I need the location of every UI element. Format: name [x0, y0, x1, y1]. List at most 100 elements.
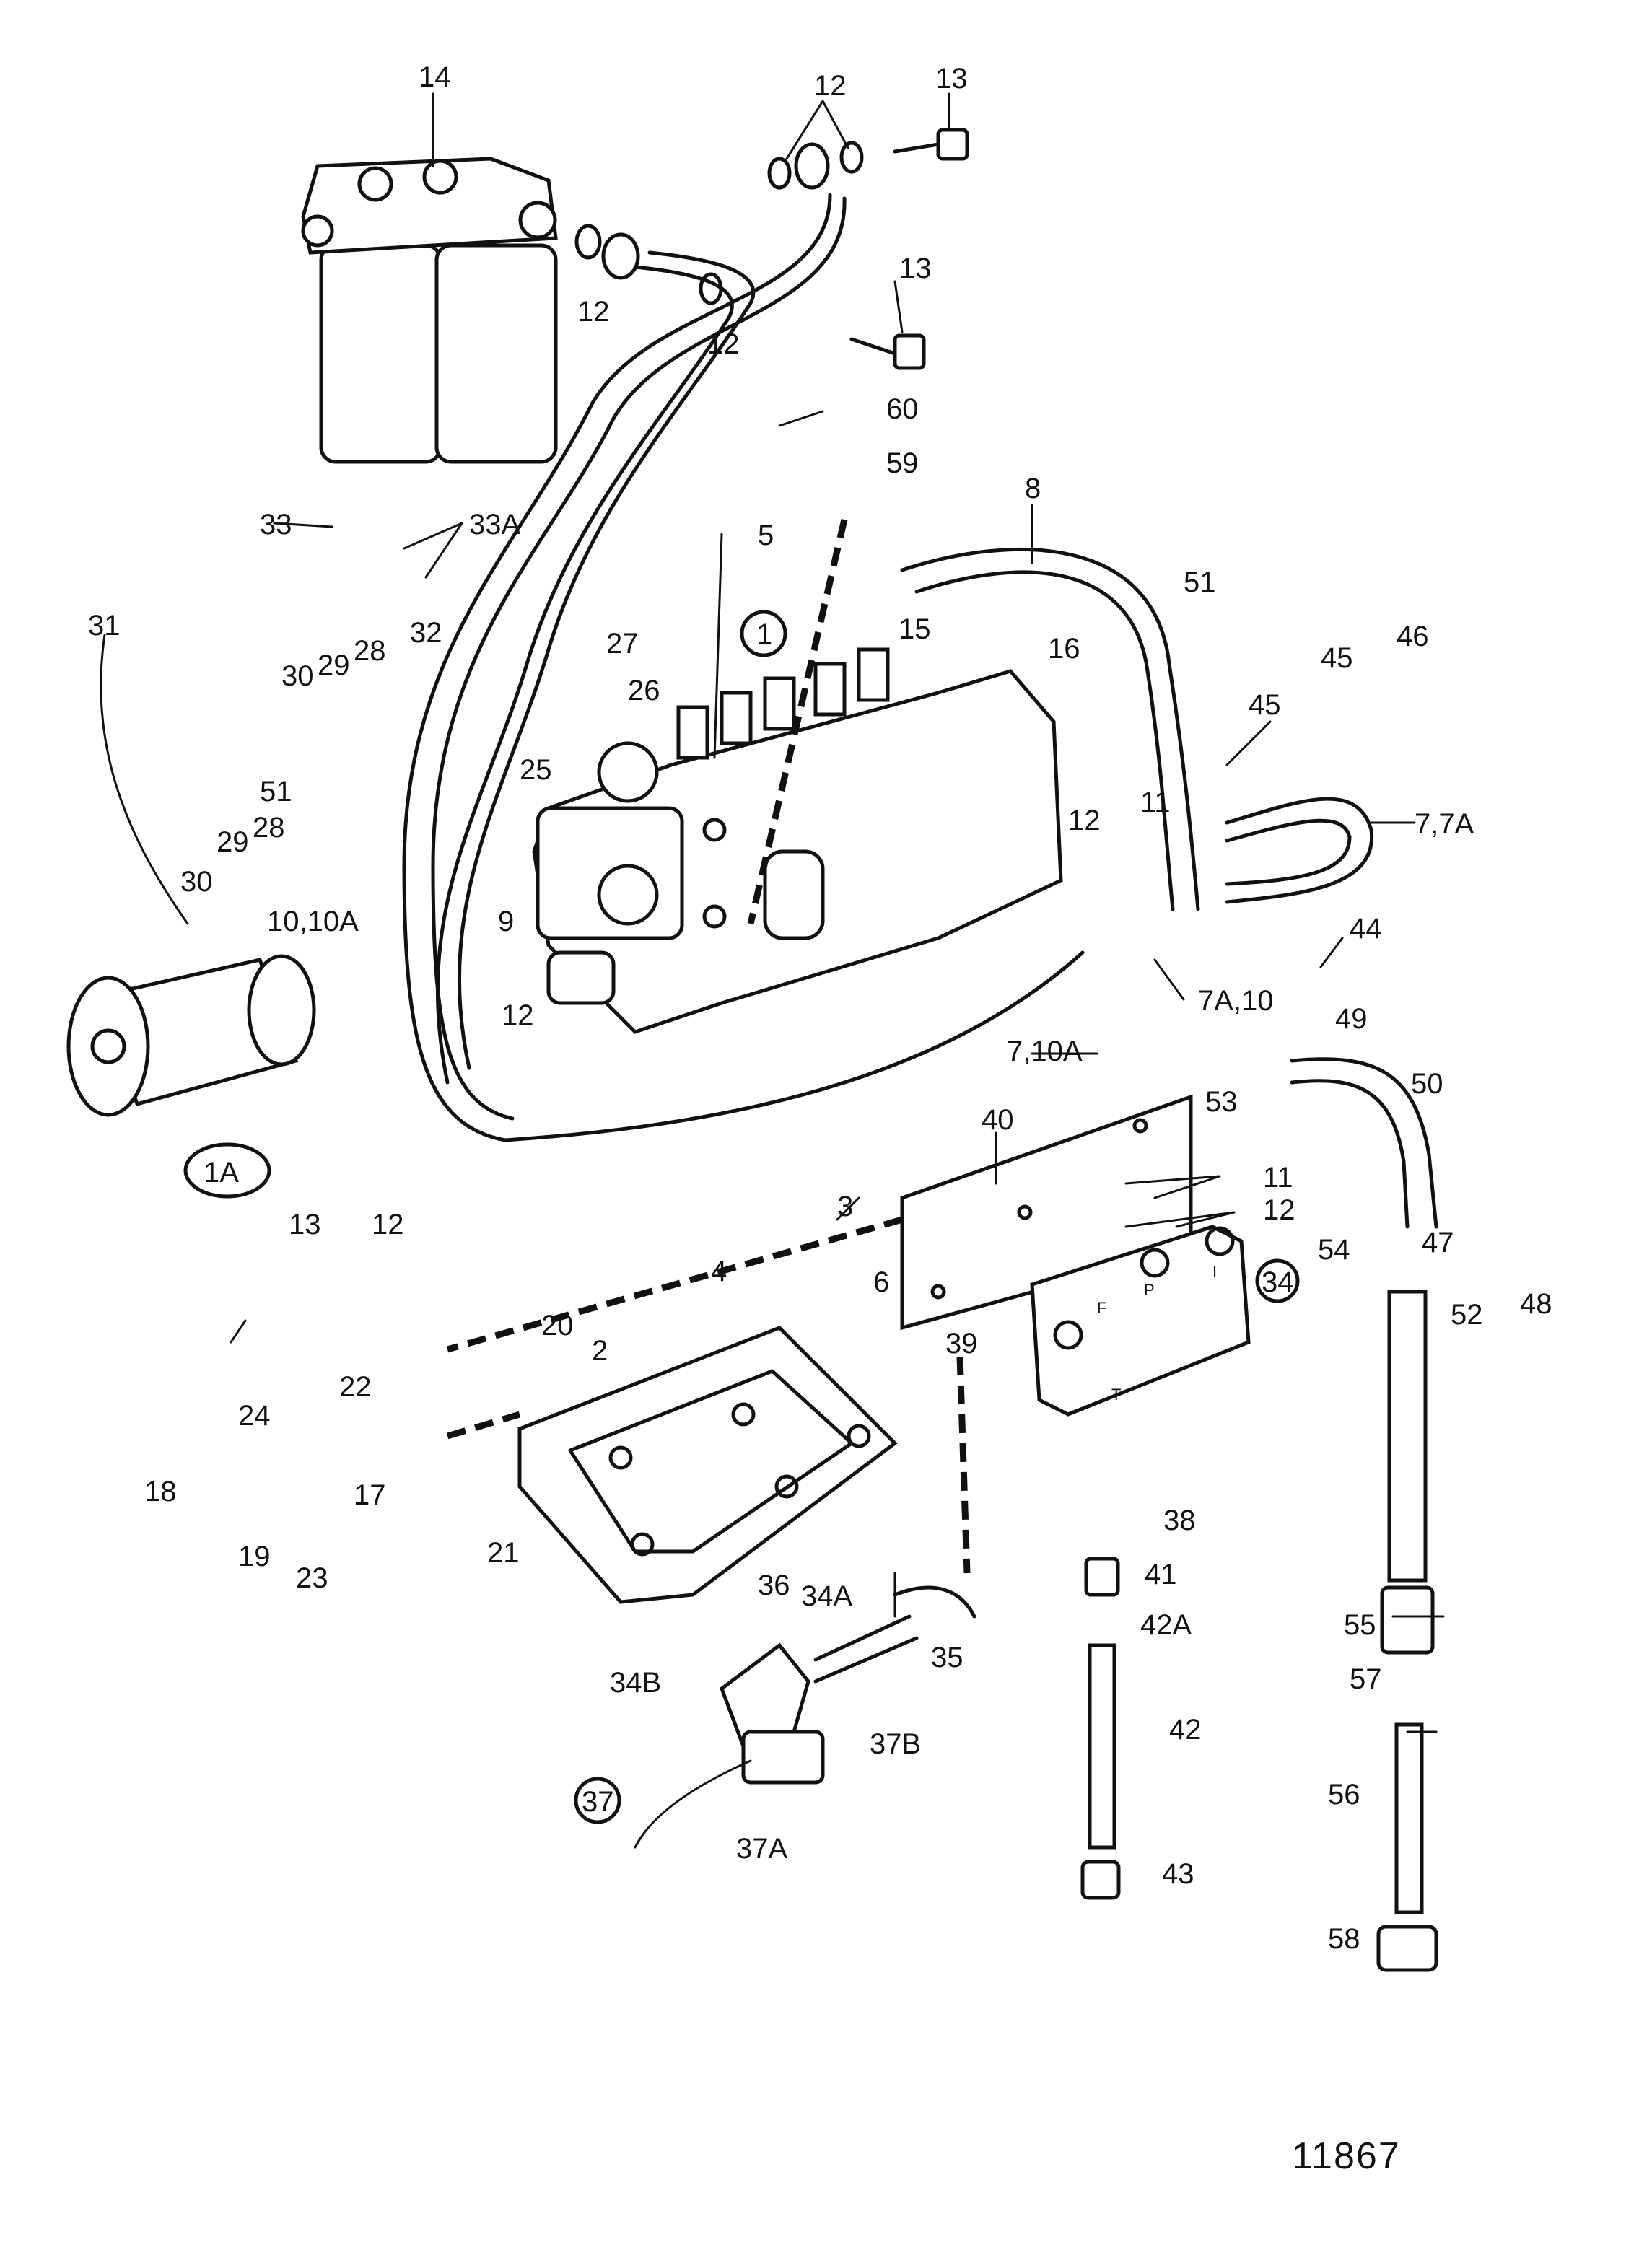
callout-12: 12	[372, 1209, 404, 1240]
callout-50: 50	[1411, 1068, 1443, 1100]
callout-56: 56	[1328, 1779, 1360, 1811]
callout-36: 36	[758, 1570, 790, 1601]
callout-11: 11	[1140, 787, 1171, 818]
callout-10-10a: 10,10A	[267, 906, 359, 937]
callout-44: 44	[1350, 913, 1382, 945]
callout-49: 49	[1335, 1003, 1368, 1035]
callout-40: 40	[982, 1104, 1014, 1136]
callout-53: 53	[1205, 1086, 1238, 1118]
callout-7-10a: 7,10A	[1007, 1036, 1083, 1067]
callout-1-circle	[740, 610, 787, 657]
callout-51: 51	[1184, 566, 1216, 598]
callout-37-circle	[574, 1777, 621, 1824]
callout-43: 43	[1162, 1858, 1194, 1890]
callout-labels: 14 12 13 12 12 13 60 59 8 33 33A 5 31 32…	[88, 61, 1552, 1955]
callout-55: 55	[1344, 1609, 1376, 1641]
port-i-label: I	[1212, 1263, 1217, 1281]
callout-32: 32	[410, 617, 442, 649]
fuel-filter	[301, 157, 558, 464]
callout-1a-circle	[183, 1142, 271, 1199]
callout-58: 58	[1328, 1923, 1360, 1955]
callout-15: 15	[899, 613, 931, 645]
callout-59: 59	[886, 447, 919, 479]
callout-37b: 37B	[870, 1728, 921, 1760]
callout-33: 33	[260, 509, 292, 540]
callout-46: 46	[1397, 621, 1429, 652]
callout-37a: 37A	[736, 1833, 787, 1865]
callout-3: 3	[837, 1191, 853, 1222]
callout-12: 12	[707, 328, 740, 360]
callout-31: 31	[88, 610, 121, 642]
callout-1a: 1A	[204, 1157, 239, 1189]
callout-48: 48	[1520, 1288, 1552, 1320]
callout-34-circle	[1255, 1258, 1300, 1303]
callout-12: 12	[814, 70, 847, 102]
base-plate	[517, 1326, 898, 1604]
callout-30: 30	[281, 660, 314, 692]
callout-7-7a: 7,7A	[1415, 808, 1474, 840]
callout-29: 29	[217, 826, 249, 858]
top-banjo-fittings	[574, 128, 969, 370]
callout-57: 57	[1350, 1663, 1382, 1695]
callout-12: 12	[502, 999, 534, 1031]
drawing-number: 11867	[1292, 2135, 1401, 2177]
fuel-hoses	[402, 193, 1438, 1229]
callout-19: 19	[238, 1541, 271, 1572]
callout-47: 47	[1422, 1227, 1454, 1258]
callout-16: 16	[1048, 633, 1080, 665]
callout-54: 54	[1318, 1234, 1350, 1266]
callout-5: 5	[758, 520, 774, 551]
callout-29: 29	[318, 649, 350, 681]
callout-27: 27	[606, 628, 639, 660]
port-f-label: F	[1097, 1299, 1106, 1317]
callout-25: 25	[520, 754, 552, 786]
callout-33a: 33A	[469, 509, 520, 540]
callout-45: 45	[1321, 642, 1353, 674]
callout-42a: 42A	[1140, 1609, 1192, 1641]
callout-30: 30	[180, 866, 213, 898]
callout-1: 1	[756, 618, 772, 650]
callout-34: 34	[1262, 1266, 1294, 1298]
drive-coupling	[66, 954, 316, 1117]
callout-26: 26	[628, 675, 660, 706]
callout-37: 37	[582, 1786, 614, 1818]
reference-lines	[446, 518, 971, 1574]
callout-13: 13	[935, 63, 968, 95]
valve-block: F P I T	[1030, 1225, 1251, 1417]
solenoid-valve	[634, 1585, 976, 1849]
callout-52: 52	[1451, 1299, 1483, 1331]
callout-17: 17	[354, 1479, 386, 1511]
callout-7a-10: 7A,10	[1198, 985, 1274, 1017]
pipe-stubs	[1080, 1290, 1438, 1972]
callout-8: 8	[1025, 473, 1041, 504]
callout-18: 18	[144, 1476, 177, 1507]
callout-38: 38	[1163, 1505, 1196, 1536]
callout-28: 28	[253, 812, 285, 844]
callout-14: 14	[419, 61, 451, 93]
callout-6: 6	[873, 1266, 889, 1298]
port-t-label: T	[1111, 1386, 1121, 1404]
callout-2: 2	[592, 1335, 608, 1367]
callout-39: 39	[945, 1328, 978, 1360]
callout-42: 42	[1169, 1714, 1202, 1746]
callout-35: 35	[931, 1642, 963, 1673]
injection-pump	[532, 647, 1063, 1034]
leader-lines	[100, 92, 1445, 1733]
callout-4: 4	[711, 1256, 727, 1287]
callout-9: 9	[498, 906, 514, 937]
callout-12: 12	[1263, 1194, 1295, 1226]
callout-41: 41	[1145, 1559, 1177, 1590]
callout-45: 45	[1249, 689, 1281, 721]
callout-34b: 34B	[610, 1667, 661, 1699]
callout-51: 51	[260, 776, 292, 807]
callout-13: 13	[289, 1209, 321, 1240]
callout-12: 12	[577, 296, 610, 328]
callout-34a: 34A	[801, 1580, 852, 1612]
callout-23: 23	[296, 1562, 328, 1594]
callout-20: 20	[541, 1310, 574, 1341]
callout-13: 13	[899, 253, 932, 284]
callout-60: 60	[886, 393, 919, 425]
callout-22: 22	[339, 1371, 372, 1403]
callout-11: 11	[1263, 1162, 1293, 1194]
